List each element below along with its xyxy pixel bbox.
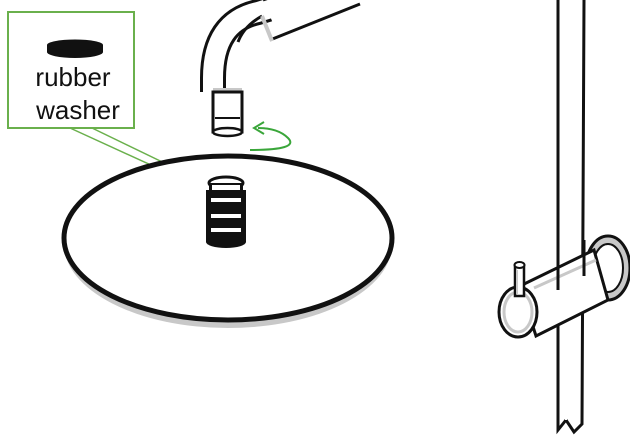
slide-rail (556, 0, 586, 435)
rubber-washer-callout: rubber washer (7, 11, 135, 129)
rubber-washer-icon (47, 39, 103, 58)
shower-arm (200, 0, 361, 138)
threaded-connector (206, 175, 246, 248)
callout-label-line2: washer (35, 95, 120, 125)
callout-frame (7, 11, 135, 129)
holder-bracket (497, 234, 630, 339)
callout-label-line1: rubber (35, 62, 110, 92)
rotate-arrow-icon (249, 121, 292, 151)
